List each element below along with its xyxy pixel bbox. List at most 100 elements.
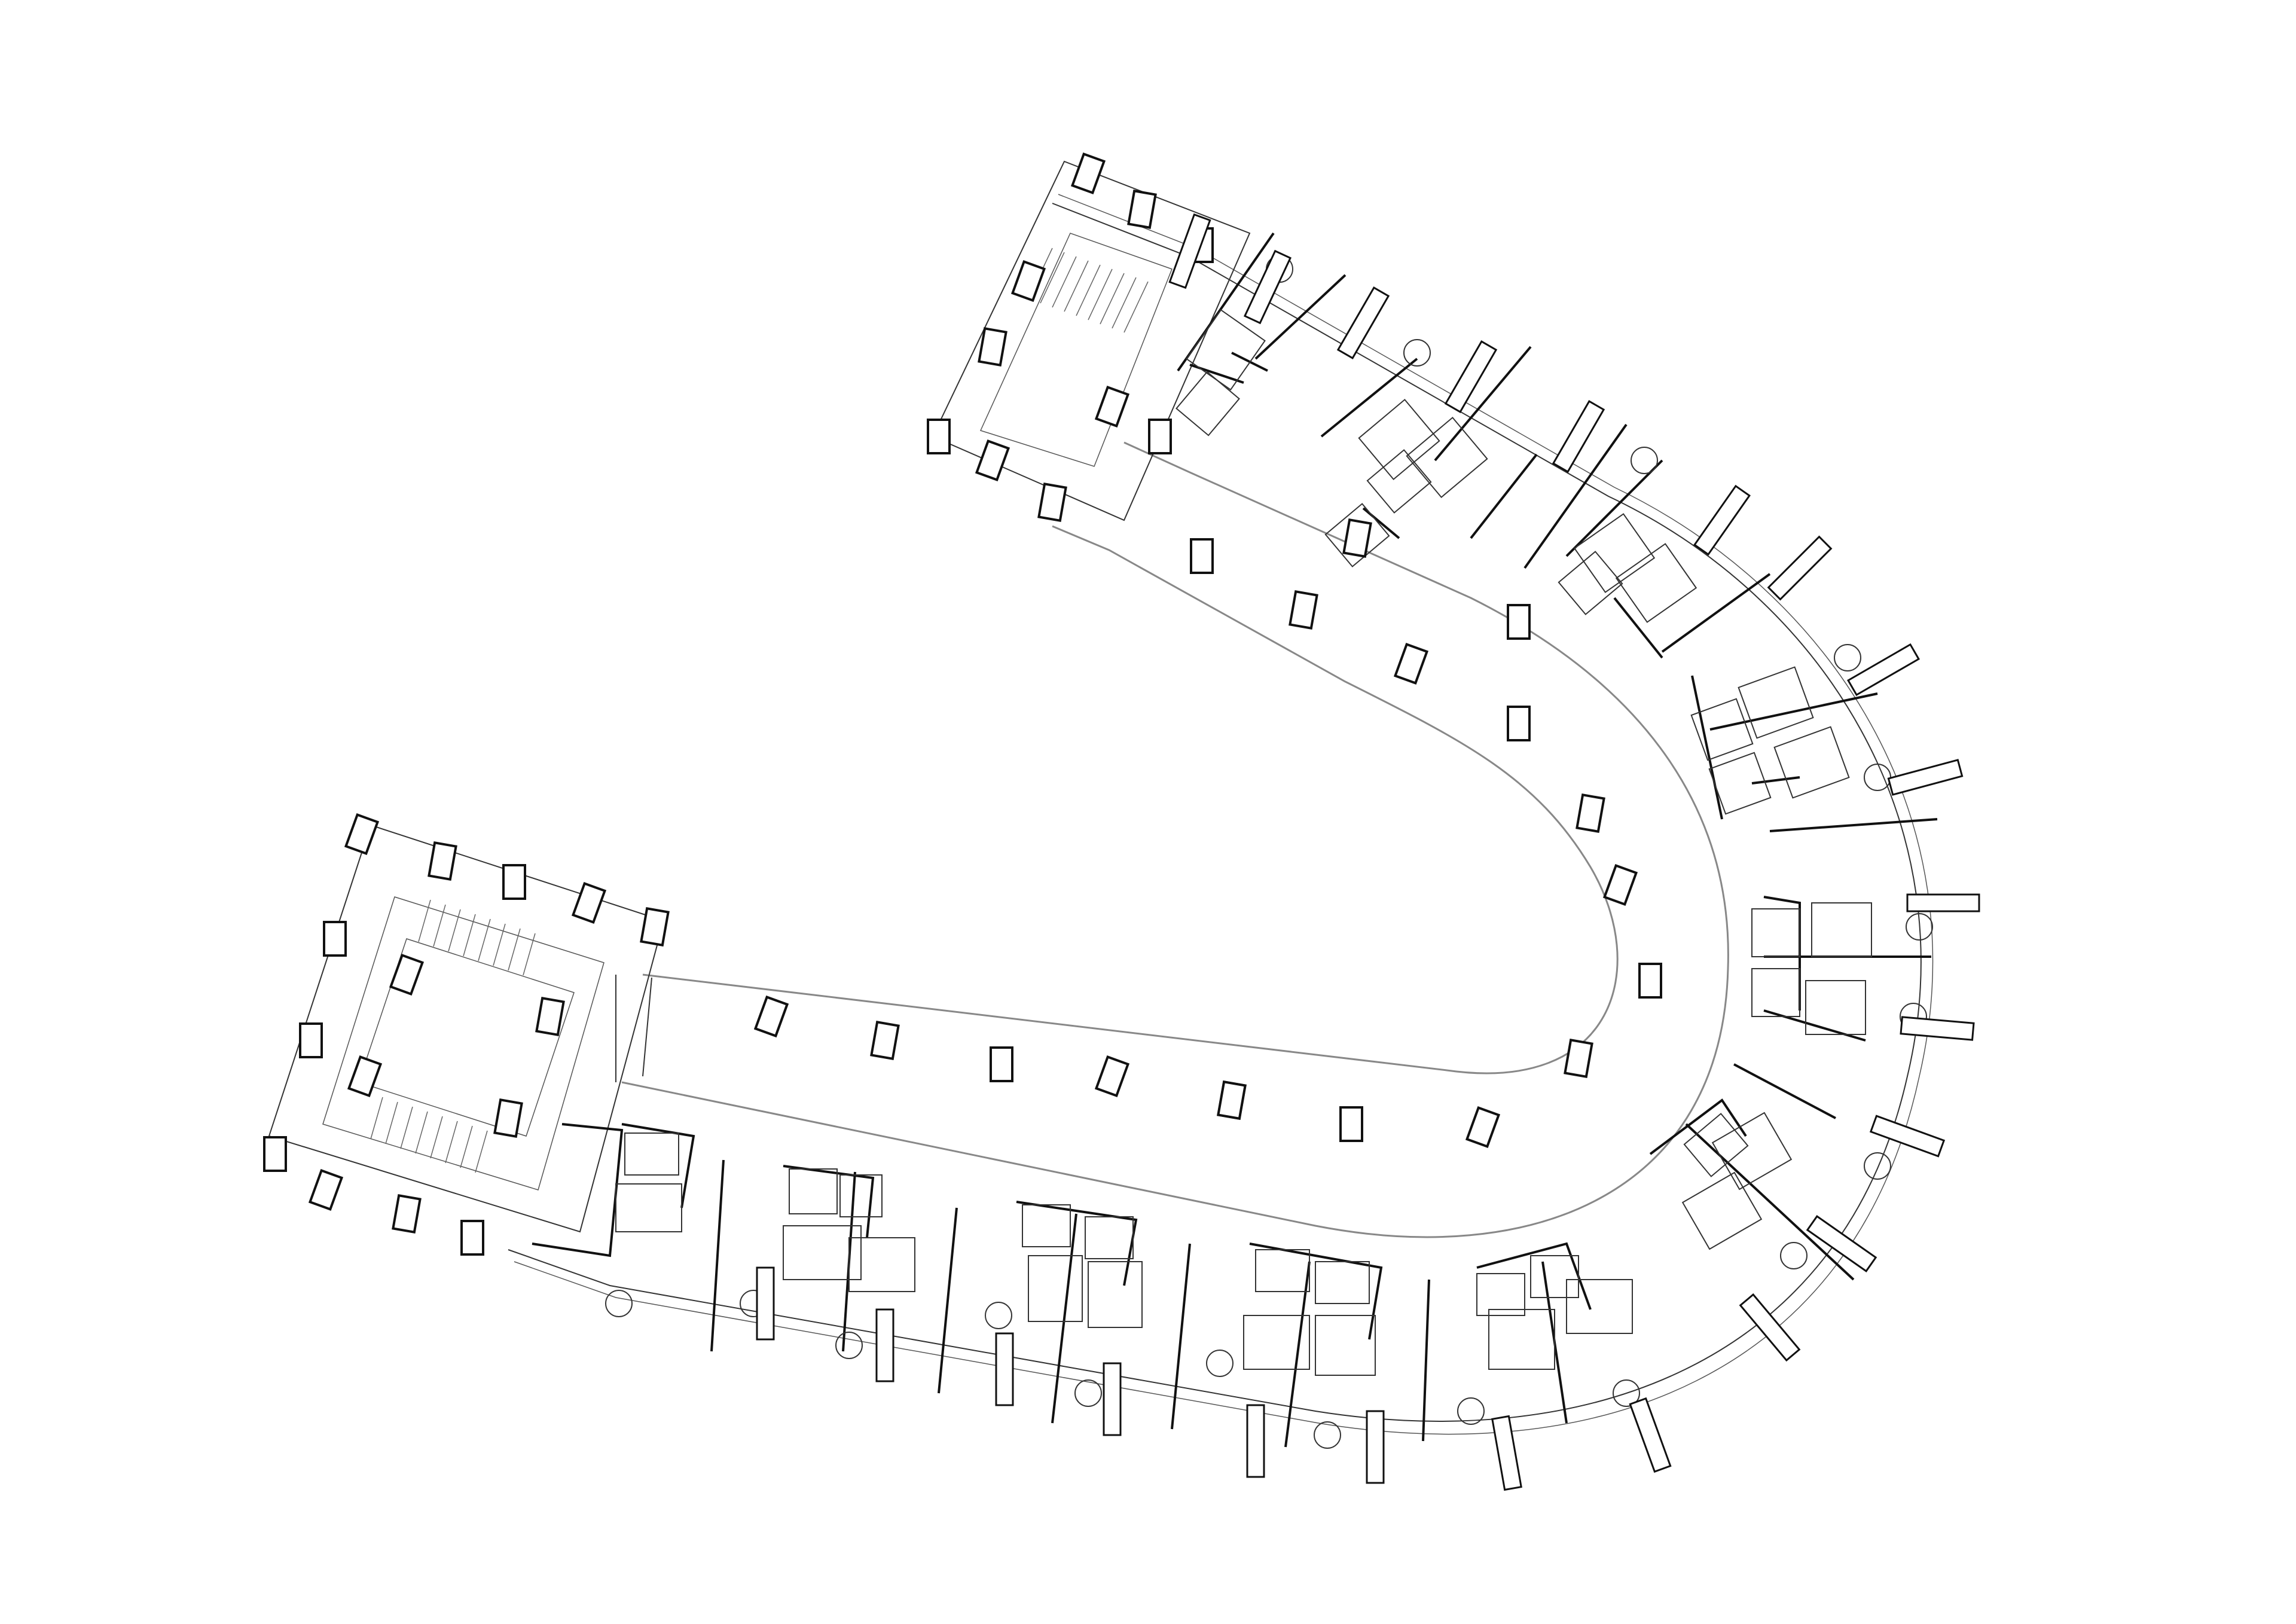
bed-icon: [1773, 726, 1850, 799]
table-icon: [1864, 1152, 1891, 1180]
table-icon: [1780, 1242, 1808, 1269]
column-icon: [460, 1220, 484, 1256]
bed-icon: [1488, 1309, 1555, 1370]
bed-icon: [1315, 1315, 1376, 1376]
table-icon: [1206, 1350, 1234, 1377]
column-icon: [502, 864, 526, 900]
facade-fin: [1243, 249, 1292, 325]
facade-fin: [756, 1266, 775, 1341]
column-icon: [640, 906, 670, 947]
column-icon: [389, 953, 425, 996]
room-partitions-south: [532, 1123, 1592, 1448]
column-icon: [927, 419, 951, 454]
column-icon: [1127, 189, 1157, 230]
column-icon: [1037, 482, 1067, 523]
column-icon: [535, 996, 565, 1037]
table-icon: [835, 1332, 863, 1359]
facade-fin: [1739, 1293, 1801, 1362]
column-icon: [493, 1098, 523, 1138]
bed-icon: [1738, 666, 1814, 739]
column-icon: [428, 841, 457, 881]
column-icon: [1339, 1106, 1363, 1142]
bed-icon: [1088, 1261, 1143, 1328]
column-icon: [347, 1055, 383, 1098]
bathroom-pods: [624, 371, 1800, 1316]
outer-facade: [508, 194, 1934, 1435]
column-icon: [1010, 260, 1046, 303]
column-icon: [323, 921, 347, 957]
facade-fins: [756, 213, 1980, 1491]
table-icon: [1314, 1421, 1341, 1449]
column-icon: [571, 881, 607, 924]
bed-icon: [1186, 309, 1266, 391]
bed-icon: [1681, 1171, 1763, 1250]
column-icon: [753, 995, 789, 1038]
column-icon: [1148, 419, 1172, 454]
structural-columns: [263, 152, 1662, 1256]
table-icon: [1906, 913, 1933, 941]
bed-icon: [1028, 1255, 1083, 1322]
column-icon: [1576, 793, 1605, 834]
facade-fin: [1906, 893, 1980, 912]
column-icon: [1602, 863, 1638, 906]
facade-fin: [1168, 213, 1211, 289]
facade-fin: [1887, 759, 1964, 796]
column-icon: [1507, 706, 1531, 741]
column-icon: [975, 439, 1010, 482]
facade-fin: [1103, 1362, 1122, 1436]
column-icon: [308, 1168, 344, 1211]
facade-fin: [995, 1332, 1014, 1406]
column-icon: [1564, 1038, 1593, 1079]
column-icon: [344, 813, 380, 856]
facade-fin: [1629, 1397, 1672, 1473]
column-icon: [870, 1020, 900, 1061]
column-icon: [978, 326, 1007, 367]
table-icon: [1864, 764, 1891, 791]
column-icon: [1342, 518, 1372, 558]
table-icon: [1074, 1379, 1102, 1407]
bed-icon: [1811, 902, 1872, 957]
table-icon: [1403, 339, 1431, 367]
facade-fin: [1491, 1415, 1522, 1491]
bed-icon: [615, 1183, 682, 1232]
facade-fin: [1444, 340, 1498, 414]
column-icon: [1190, 538, 1214, 574]
column-icon: [1507, 604, 1531, 640]
bed-icon: [848, 1237, 915, 1292]
table-icon: [985, 1302, 1012, 1329]
column-icon: [299, 1022, 323, 1058]
bed-icon: [1358, 398, 1440, 481]
bed-icon: [1615, 543, 1697, 623]
staircase-icon: [1028, 248, 1149, 333]
facade-fin: [875, 1308, 894, 1382]
inner-corridor: [615, 441, 1729, 1238]
column-icon: [1094, 385, 1130, 428]
balcony-tables: [605, 255, 1933, 1449]
table-icon: [1613, 1379, 1640, 1407]
facade-fin: [1846, 643, 1921, 697]
column-icon: [1638, 963, 1662, 999]
column-icon: [1393, 642, 1429, 685]
staircase-icon: [370, 899, 536, 1173]
facade-fin: [1246, 1404, 1265, 1478]
bed-icon: [1566, 1279, 1633, 1334]
column-icon: [263, 1136, 287, 1172]
bed-icon: [1406, 416, 1488, 499]
room-partitions-east: [1177, 232, 1938, 1281]
facade-fin: [1869, 1115, 1946, 1158]
bed-icon: [1243, 1315, 1310, 1370]
bed-icon: [1711, 1112, 1793, 1190]
table-icon: [1834, 644, 1861, 671]
facade-fin: [1767, 535, 1833, 601]
facade-fin: [1693, 484, 1751, 556]
beds: [615, 309, 1872, 1376]
column-icon: [1070, 152, 1106, 195]
facade-fin: [1366, 1410, 1385, 1484]
column-icon: [392, 1193, 422, 1234]
column-icon: [1217, 1080, 1247, 1121]
column-icon: [990, 1046, 1013, 1082]
column-icon: [1094, 1055, 1130, 1098]
stair-core-west: [268, 824, 665, 1233]
